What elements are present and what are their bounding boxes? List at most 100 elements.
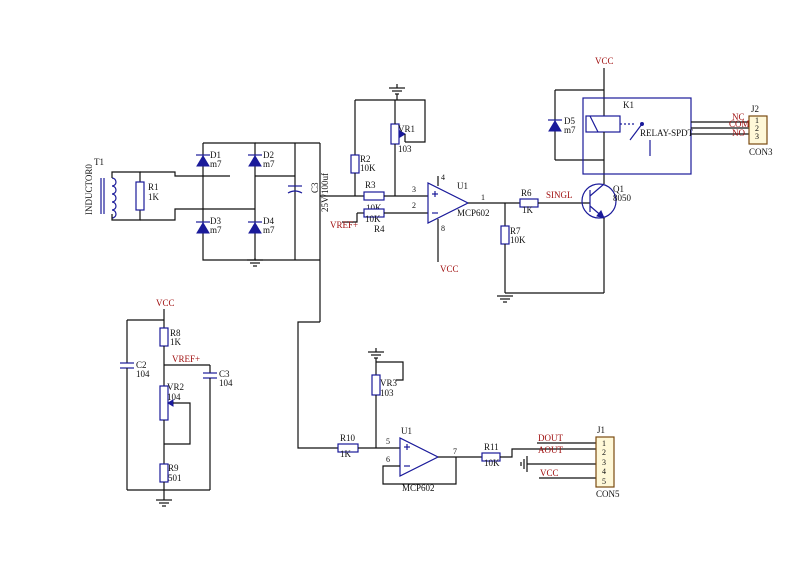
- j1-pin4: 4: [602, 467, 606, 476]
- d1-label: D1: [210, 150, 221, 160]
- j1-pin5: 5: [602, 477, 606, 486]
- c2-label: C2: [136, 360, 147, 370]
- vref-net-label: VREF+: [330, 220, 358, 230]
- vr3-label: VR3: [380, 378, 398, 388]
- r7-value: 10K: [510, 235, 526, 245]
- ground-symbol: [247, 258, 263, 267]
- inductor-label: INDUCTOR0: [84, 164, 94, 215]
- j2-com: COM: [729, 119, 750, 129]
- j2-no: NO: [732, 128, 745, 138]
- r7-label: R7: [510, 226, 521, 236]
- c2-value: 104: [136, 369, 150, 379]
- vref-label-divider: VREF+: [172, 354, 200, 364]
- u1a-opamp: [427, 182, 470, 224]
- d1-value: m7: [210, 159, 222, 169]
- j2-label: J2: [751, 104, 759, 114]
- d4-diode: [248, 221, 262, 234]
- ground-symbol: [389, 84, 405, 95]
- r1-value: 1K: [148, 192, 160, 202]
- u1b-pin7: 7: [453, 447, 457, 456]
- j1-pin3: 3: [602, 458, 606, 467]
- u1a-pin1: 1: [481, 193, 485, 202]
- vcc-relay: VCC: [595, 56, 614, 66]
- u1b-label: U1: [401, 426, 412, 436]
- d3-diode: [196, 221, 210, 234]
- c3-divider-capacitor: [203, 372, 217, 379]
- t1-label: T1: [94, 157, 104, 167]
- u1b-pin5: 5: [386, 437, 390, 446]
- vr2-value: 104: [167, 392, 181, 402]
- u1a-label: U1: [457, 181, 468, 191]
- c2-capacitor: [120, 362, 134, 369]
- t1-inductor: [100, 177, 117, 219]
- r9-label: R9: [168, 463, 179, 473]
- aout-net-label: AOUT: [538, 445, 563, 455]
- r1-label: R1: [148, 182, 159, 192]
- j1-connector: [595, 436, 615, 488]
- c3-capacitor: [287, 185, 303, 194]
- r3-resistor: [363, 191, 385, 201]
- d1-diode: [196, 154, 210, 167]
- vcc-divider: VCC: [156, 298, 175, 308]
- u1b-opamp: [399, 437, 440, 477]
- r4-label: R4: [374, 224, 385, 234]
- dout-net-label: DOUT: [538, 433, 563, 443]
- r9-resistor: [159, 463, 169, 483]
- c3-label: C3: [310, 182, 320, 193]
- singl-net-label: SINGL: [546, 190, 573, 200]
- c3-divider-value: 104: [219, 378, 233, 388]
- d5-value: m7: [564, 125, 576, 135]
- c3-value: 25V/100uf: [320, 173, 330, 212]
- r10-value: 1K: [340, 449, 352, 459]
- j2-pin3: 3: [755, 132, 759, 141]
- u1a-pin3: 3: [412, 185, 416, 194]
- r3-label: R3: [365, 180, 376, 190]
- ground-symbol: [368, 348, 384, 359]
- vr1-value: 103: [398, 144, 412, 154]
- ground-symbol: [156, 499, 172, 507]
- u1a-pin8: 8: [441, 224, 445, 233]
- d2-value: m7: [263, 159, 275, 169]
- c3-divider-label: C3: [219, 369, 230, 379]
- vr1-label: VR1: [398, 124, 415, 134]
- r2-value: 10K: [360, 163, 376, 173]
- u1b-pin6: 6: [386, 455, 390, 464]
- vcc-j1: VCC: [540, 468, 559, 478]
- r6-value: 1K: [522, 205, 534, 215]
- r11-label: R11: [484, 442, 499, 452]
- d2-diode: [248, 154, 262, 167]
- vcc-u1a: VCC: [440, 264, 459, 274]
- q1-label: Q1: [613, 184, 624, 194]
- j1-pin2: 2: [602, 448, 606, 457]
- r2-resistor: [350, 154, 360, 174]
- j2-pin1: 1: [755, 116, 759, 125]
- r7-resistor: [500, 225, 510, 245]
- r8-value: 1K: [170, 337, 182, 347]
- r10-label: R10: [340, 433, 356, 443]
- r2-label: R2: [360, 154, 371, 164]
- d2-label: D2: [263, 150, 274, 160]
- r3-value: 10K: [366, 203, 382, 213]
- r8-label: R8: [170, 328, 181, 338]
- r1-resistor: [135, 181, 145, 211]
- u1a-pin2: 2: [412, 201, 416, 210]
- j1-part: CON5: [596, 489, 620, 499]
- k1-label: K1: [623, 100, 634, 110]
- d4-value: m7: [263, 225, 275, 235]
- d5-diode: [548, 119, 562, 132]
- ground-symbol: [497, 295, 513, 303]
- r8-resistor: [159, 327, 169, 347]
- vr3-potentiometer: [371, 374, 381, 396]
- j1-pin1: 1: [602, 439, 606, 448]
- j2-pin2: 2: [755, 124, 759, 133]
- k1-relay: [582, 97, 692, 175]
- ground-symbol: [520, 456, 528, 472]
- u1a-part: MCP602: [457, 208, 490, 218]
- u1b-part: MCP602: [402, 483, 435, 493]
- q1-transistor: [581, 183, 617, 219]
- r4-value: 10K: [365, 214, 381, 224]
- r11-value: 10K: [484, 458, 500, 468]
- r6-label: R6: [521, 188, 532, 198]
- j2-nc: NC: [732, 112, 745, 122]
